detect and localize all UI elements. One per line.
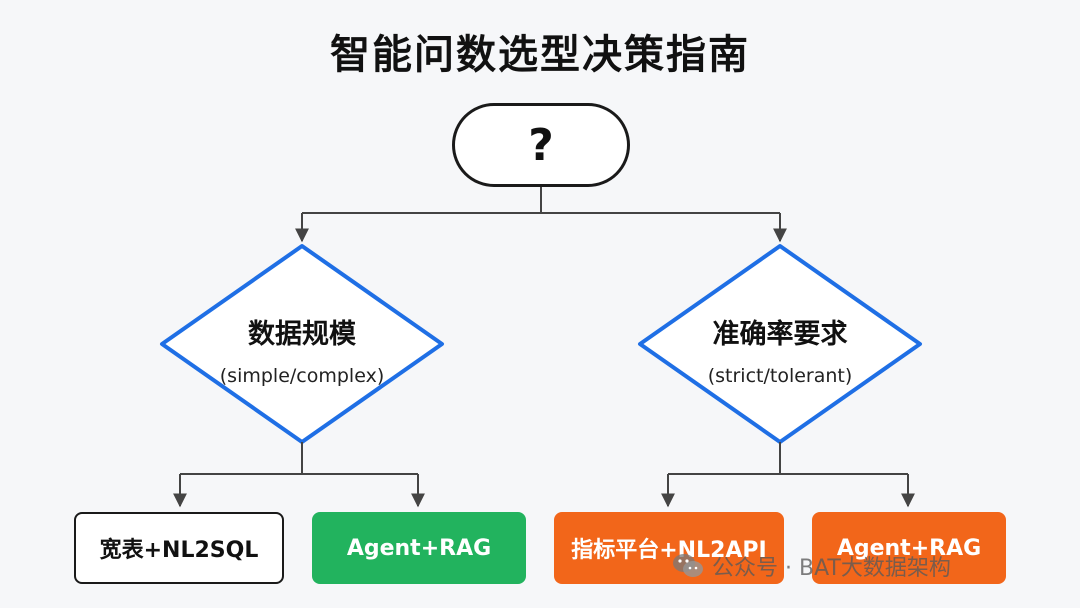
start-node: ? — [452, 103, 630, 187]
leaf-label: 指标平台+NL2API — [571, 538, 767, 563]
diagram-title: 智能问数选型决策指南 — [330, 32, 750, 78]
leaf-label: Agent+RAG — [836, 535, 982, 561]
watermark: 公众号 · BAT大数据架构 — [672, 548, 951, 584]
leaf-agent-rag-orange: Agent+RAG — [812, 512, 1006, 584]
leaf-label: 宽表+NL2SQL — [99, 538, 259, 563]
decision-title: 数据规模 — [248, 319, 356, 350]
decision-title: 准确率要求 — [712, 319, 848, 350]
right-split-connector — [661, 442, 915, 508]
decision-options: (strict/tolerant) — [707, 365, 853, 387]
leaf-metric-platform-nl2api: 指标平台+NL2API — [554, 512, 784, 584]
decision-options: (simple/complex) — [219, 365, 385, 387]
decision-label-accuracy: 准确率要求 (strict/tolerant) — [670, 312, 890, 387]
top-split-connector — [295, 187, 787, 243]
watermark-text: 公众号 · BAT大数据架构 — [712, 556, 951, 581]
decision-label-data-scale: 数据规模 (simple/complex) — [192, 312, 412, 387]
left-split-connector — [173, 442, 425, 508]
leaf-agent-rag-green: Agent+RAG — [312, 512, 526, 584]
question-mark-icon: ? — [528, 119, 554, 171]
leaf-wide-table-nl2sql: 宽表+NL2SQL — [74, 512, 284, 584]
leaf-label: Agent+RAG — [346, 535, 492, 561]
wechat-icon — [673, 554, 703, 577]
